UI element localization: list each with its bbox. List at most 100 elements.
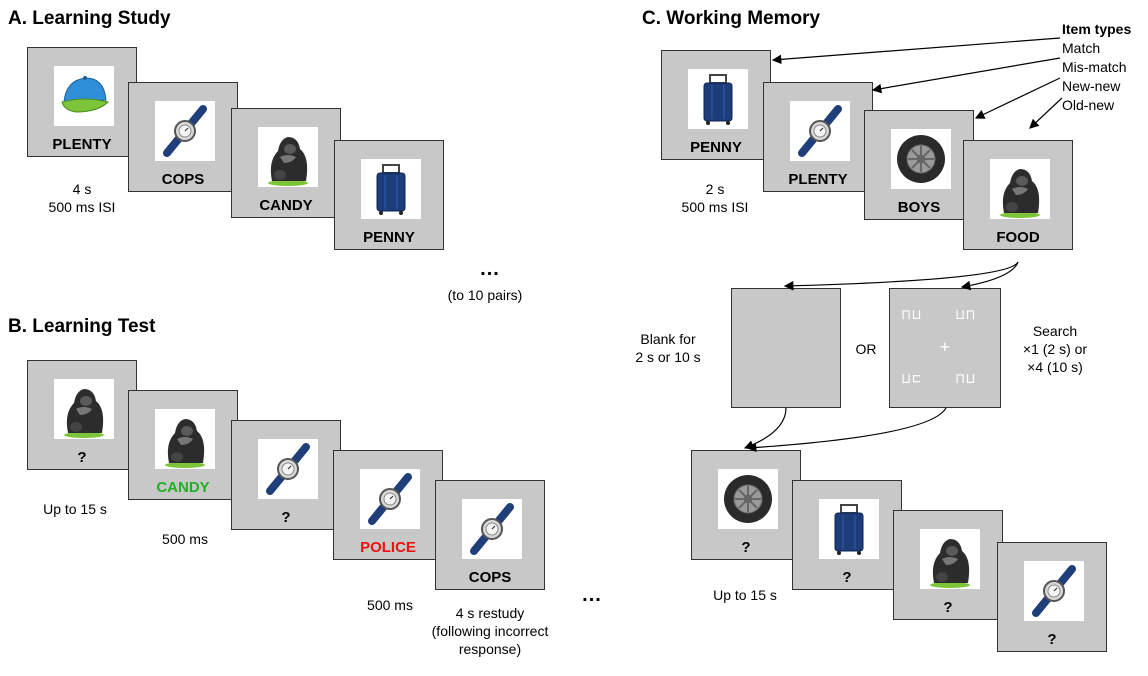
watch-icon bbox=[462, 499, 522, 559]
wm-card-4: FOOD bbox=[963, 140, 1073, 250]
search-to-test-arrow bbox=[746, 407, 947, 453]
blank-screen bbox=[731, 288, 841, 408]
pairs-note: (to 10 pairs) bbox=[447, 287, 523, 303]
or-label: OR bbox=[855, 341, 877, 357]
timing-isi: 500 ms ISI bbox=[48, 199, 116, 215]
card-word: PENNY bbox=[690, 139, 742, 156]
wm-test-card-3: ? bbox=[893, 510, 1003, 620]
item-types-heading: Item types bbox=[1062, 21, 1132, 37]
item-type-mismatch: Mis-match bbox=[1062, 59, 1127, 75]
test-card-3: ? bbox=[231, 420, 341, 530]
panel-c-title: C. Working Memory bbox=[642, 8, 821, 29]
wm-card-1: PENNY bbox=[661, 50, 771, 160]
test-card-2: CANDY bbox=[128, 390, 238, 500]
study-timing: 4 s 500 ms ISI bbox=[32, 180, 132, 216]
card-word: ? bbox=[1047, 631, 1057, 648]
mismatch-arrow bbox=[871, 57, 1061, 94]
card-word: COPS bbox=[161, 171, 205, 188]
study-card-3: CANDY bbox=[231, 108, 341, 218]
test-up-to: Up to 15 s bbox=[43, 501, 107, 517]
match-arrow bbox=[771, 37, 1061, 65]
card-word: ? bbox=[281, 509, 291, 526]
card-word: ? bbox=[77, 449, 87, 466]
gorilla-icon bbox=[258, 127, 318, 187]
tire-icon bbox=[891, 129, 951, 189]
suitcase-icon bbox=[819, 499, 879, 559]
tire-icon bbox=[718, 469, 778, 529]
wm-test-card-1: ? bbox=[691, 450, 801, 560]
card-word: PENNY bbox=[363, 229, 415, 246]
item-types-legend: Item types Match Mis-match New-new Old-n… bbox=[1062, 20, 1131, 115]
study-ellipsis: ... bbox=[480, 258, 500, 280]
card-word: ? bbox=[741, 539, 751, 556]
search-glyph-bottom-left: ⊔⊏ bbox=[902, 371, 923, 387]
search-note: Search ×1 (2 s) or ×4 (10 s) bbox=[1010, 322, 1100, 376]
search-line-1: Search bbox=[1032, 323, 1078, 339]
wm-test-card-4: ? bbox=[997, 542, 1107, 652]
card-word: CANDY bbox=[259, 197, 313, 214]
card-word: FOOD bbox=[996, 229, 1040, 246]
restudy-note: 4 s restudy (following incorrect respons… bbox=[410, 604, 570, 658]
gorilla-icon bbox=[54, 379, 114, 439]
blank-note: Blank for 2 s or 10 s bbox=[620, 330, 716, 366]
search-screen: ⊓⊔ ⊔⊓ + ⊔⊏ ⊓⊔ bbox=[889, 288, 1001, 408]
blank-to-test-arrow bbox=[743, 407, 787, 450]
blank-line-1: Blank for bbox=[640, 331, 696, 347]
study-card-2: COPS bbox=[128, 82, 238, 192]
watch-icon bbox=[790, 101, 850, 161]
test-card-4: POLICE bbox=[333, 450, 443, 560]
cap-icon bbox=[54, 66, 114, 126]
new-new-arrow bbox=[974, 77, 1061, 119]
wm-timing-isi: 500 ms ISI bbox=[681, 199, 749, 215]
search-line-3: ×4 (10 s) bbox=[1027, 359, 1083, 375]
watch-icon bbox=[360, 469, 420, 529]
old-new-arrow bbox=[1029, 97, 1063, 129]
search-glyph-bottom-right: ⊓⊔ bbox=[956, 371, 977, 387]
feedback-time-1: 500 ms bbox=[162, 531, 208, 547]
search-glyph-top-left: ⊓⊔ bbox=[902, 307, 923, 323]
card-word: BOYS bbox=[897, 199, 941, 216]
test-card-1: ? bbox=[27, 360, 137, 470]
fixation-cross: + bbox=[940, 337, 952, 356]
search-line-2: ×1 (2 s) or bbox=[1022, 341, 1088, 357]
restudy-line-1: 4 s restudy bbox=[455, 605, 525, 621]
card-word: COPS bbox=[468, 569, 512, 586]
wm-test-card-2: ? bbox=[792, 480, 902, 590]
wm-up-to: Up to 15 s bbox=[713, 587, 777, 603]
card-word: ? bbox=[842, 569, 852, 586]
panel-a-title: A. Learning Study bbox=[8, 8, 171, 29]
gorilla-icon bbox=[920, 529, 980, 589]
to-search-arrow bbox=[960, 261, 1019, 291]
feedback-time-2: 500 ms bbox=[367, 597, 413, 613]
item-type-old-new: Old-new bbox=[1062, 97, 1115, 113]
watch-icon bbox=[258, 439, 318, 499]
search-glyph-top-right: ⊔⊓ bbox=[956, 307, 977, 323]
test-card-5: COPS bbox=[435, 480, 545, 590]
card-word: PLENTY bbox=[52, 136, 112, 153]
suitcase-icon bbox=[688, 69, 748, 129]
study-card-4: PENNY bbox=[334, 140, 444, 250]
panel-b-title: B. Learning Test bbox=[8, 316, 156, 337]
blank-line-2: 2 s or 10 s bbox=[635, 349, 701, 365]
incorrect-feedback-word: POLICE bbox=[360, 539, 416, 556]
to-blank-arrow bbox=[783, 261, 1019, 291]
restudy-line-3: response) bbox=[458, 641, 522, 657]
timing-duration: 4 s bbox=[72, 181, 92, 197]
wm-timing-duration: 2 s bbox=[705, 181, 725, 197]
correct-feedback-word: CANDY bbox=[156, 479, 210, 496]
gorilla-icon bbox=[990, 159, 1050, 219]
watch-icon bbox=[155, 101, 215, 161]
wm-timing: 2 s 500 ms ISI bbox=[665, 180, 765, 216]
wm-card-2: PLENTY bbox=[763, 82, 873, 192]
item-type-match: Match bbox=[1062, 40, 1101, 56]
wm-card-3: BOYS bbox=[864, 110, 974, 220]
study-card-1: PLENTY bbox=[27, 47, 137, 157]
card-word: ? bbox=[943, 599, 953, 616]
gorilla-icon bbox=[155, 409, 215, 469]
restudy-line-2: (following incorrect bbox=[431, 623, 549, 639]
item-type-new-new: New-new bbox=[1062, 78, 1121, 94]
card-word: PLENTY bbox=[788, 171, 848, 188]
test-ellipsis: ... bbox=[582, 584, 602, 606]
watch-icon bbox=[1024, 561, 1084, 621]
suitcase-icon bbox=[361, 159, 421, 219]
